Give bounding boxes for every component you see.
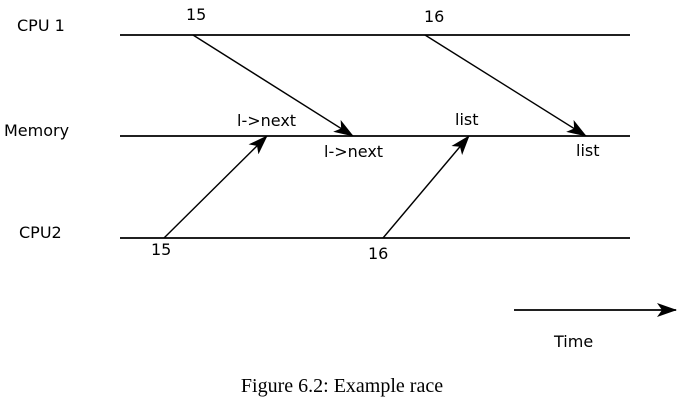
cpu1-write-arrow-16 [424,34,587,137]
memory-label-lnext-top: l->next [237,111,296,130]
figure-caption: Figure 6.2: Example race [241,375,443,397]
cpu1-write-arrow-15 [192,34,354,137]
cpu2-write-arrow-16 [382,135,470,239]
memory-label-lnext-bottom: l->next [324,142,383,161]
lane-label-cpu2: CPU2 [19,223,62,242]
cpu2-label-15: 15 [151,240,171,259]
cpu2-label-16: 16 [368,244,388,263]
time-label: Time [553,332,593,351]
cpu2-write-arrow-15 [163,135,268,239]
cpu1-label-15: 15 [186,5,206,24]
lane-label-cpu1: CPU 1 [17,16,65,35]
lane-label-memory: Memory [4,121,69,140]
cpu1-label-16: 16 [424,7,444,26]
memory-label-list-bottom: list [576,141,600,160]
memory-label-list-top: list [455,110,479,129]
